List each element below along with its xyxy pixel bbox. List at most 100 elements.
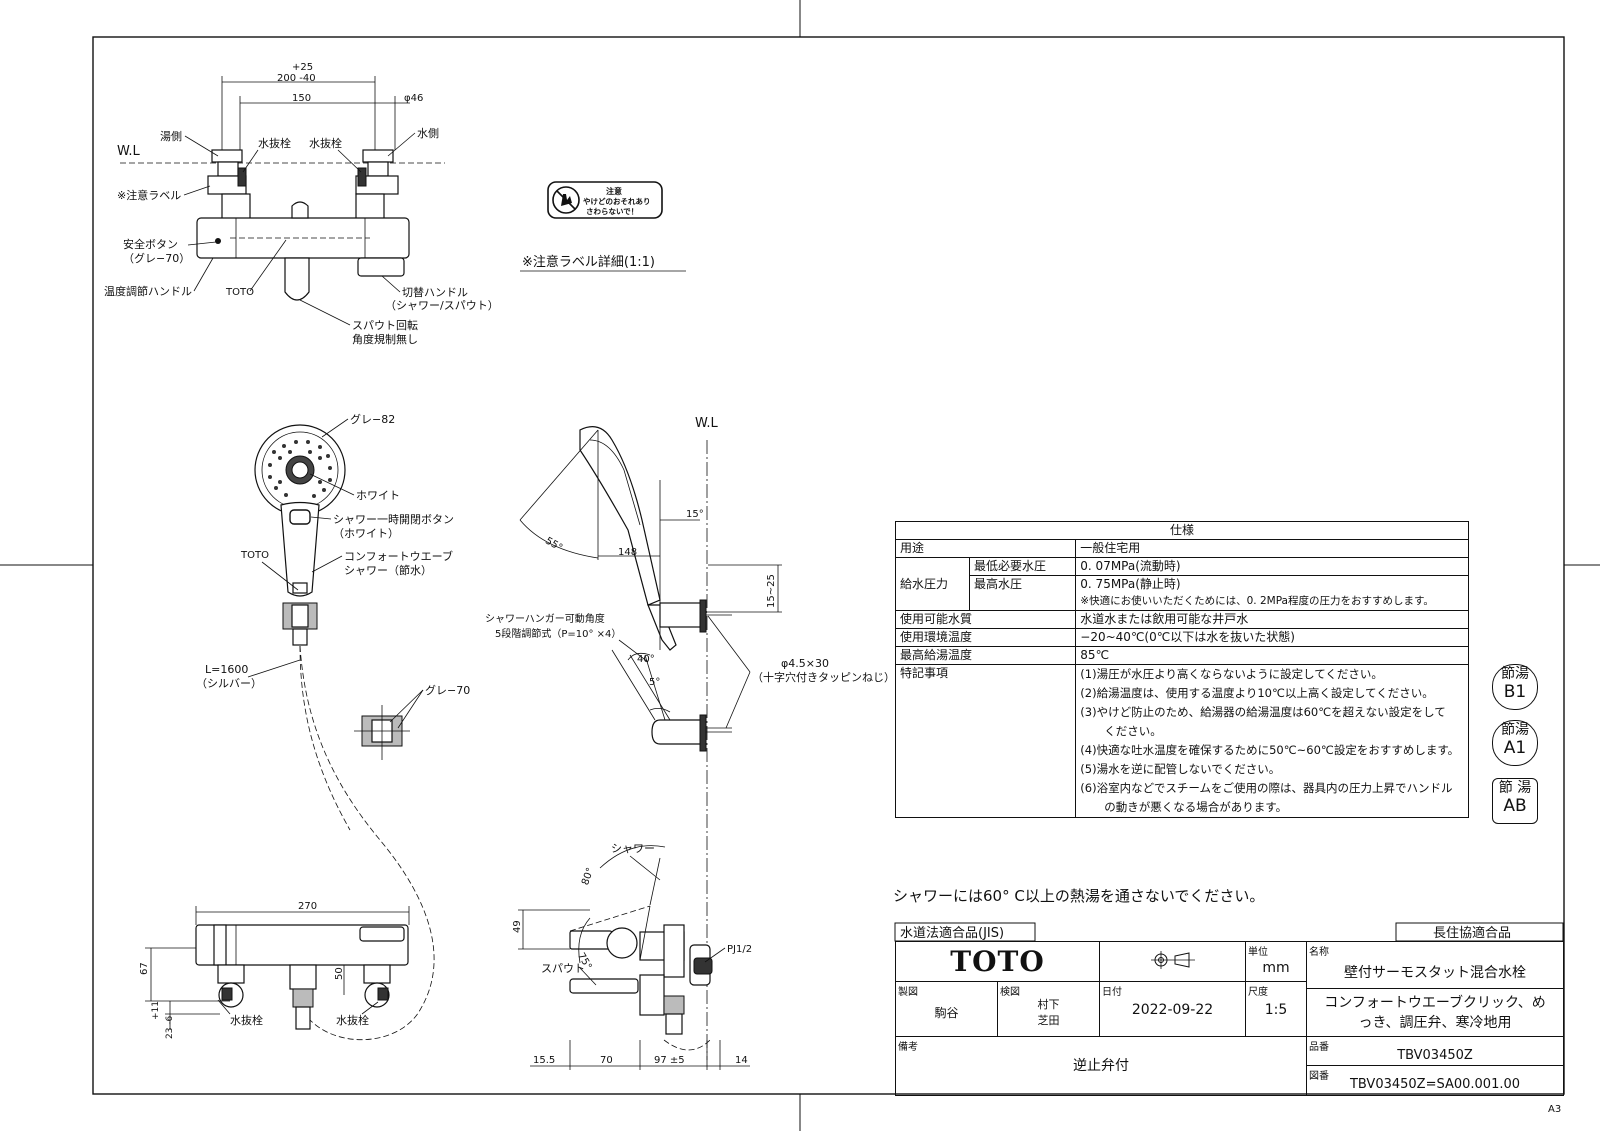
- stamp-ab: 節 湯 AB: [1492, 778, 1538, 824]
- label-temp-handle: 温度調節ハンドル: [104, 284, 192, 298]
- stamp-a1: 節湯 A1: [1492, 720, 1538, 766]
- caution-title: 注意: [606, 186, 622, 196]
- spec-note: (2)給湯温度は、使用する温度より10℃以上高く設定してください。: [1080, 686, 1434, 700]
- dim-11: +11: [151, 1001, 161, 1020]
- spec-r2-val2: 0. 75MPa(静止時): [1075, 575, 1469, 593]
- dim-phi46: φ46: [404, 93, 423, 104]
- label-hot: 湯側: [160, 130, 182, 143]
- scale-value: 1:5: [1264, 1002, 1288, 1018]
- spec-header: 仕様: [895, 521, 1469, 540]
- angle-80: 80°: [580, 866, 596, 886]
- jis-label: 水道法適合品(JIS): [900, 925, 1004, 941]
- dim-plus25: +25: [292, 62, 313, 73]
- check-value2: 芝田: [1037, 1014, 1060, 1027]
- spec-r2-sub2: 最高水圧: [968, 575, 1077, 611]
- label-button-sub: （ホワイト）: [333, 527, 399, 540]
- angle-15: 15°: [686, 509, 704, 520]
- choju-label: 長住協適合品: [1433, 925, 1511, 941]
- dim-50: 50: [334, 967, 345, 980]
- front-view: W.L +25 200 -40 150 φ46: [104, 62, 499, 346]
- name-line2: コンフォートウエーブクリック、め: [1324, 995, 1546, 1011]
- label-grey70: グレ−70: [425, 683, 470, 697]
- label-spout-b: スパウト: [541, 962, 585, 975]
- drawn-caption: 製図: [898, 987, 918, 998]
- label-caution: ※注意ラベル: [117, 188, 181, 202]
- sheet-size: A3: [1548, 1104, 1561, 1115]
- notice-text: シャワーには60° C以上の熱湯を通さないでください。: [893, 887, 1264, 905]
- caution-label: 注意 やけどのおそれあり さわらないで！ ※注意ラベル詳細(1:1): [520, 181, 686, 272]
- projection-symbol-icon: [1150, 951, 1195, 969]
- dim-150: 150: [292, 93, 311, 104]
- label-hose-sub: （シルバー）: [196, 677, 262, 690]
- stamp-ab-bottom: AB: [1503, 796, 1527, 816]
- dim-200: 200 -40: [277, 73, 316, 84]
- name-line3: っき、調圧弁、寒冷地用: [1358, 1015, 1512, 1031]
- label-button: シャワー一時開閉ボタン: [333, 513, 454, 526]
- angle-40: 40°: [637, 654, 655, 665]
- spec-note: ください。: [1104, 724, 1162, 738]
- dim-14: 14: [735, 1055, 748, 1066]
- wl2-label: W.L: [695, 416, 718, 431]
- spec-r1-key: 用途: [894, 539, 1077, 558]
- label-drain-b2: 水抜栓: [336, 1013, 369, 1027]
- spec-note: (3)やけど防止のため、給湯器の給湯温度は60℃を超えない設定をして: [1080, 705, 1446, 719]
- stamp-a1-bottom: A1: [1503, 738, 1527, 758]
- spec-r2-key: 給水圧力: [895, 557, 970, 611]
- date-value: 2022-09-22: [1131, 1002, 1214, 1018]
- drawing-frame: [92, 36, 1565, 1095]
- dim-23: 23 -6: [165, 1015, 175, 1039]
- label-shower: シャワー: [611, 842, 655, 855]
- dwg-value: TBV03450Z=SA00.001.00: [1349, 1077, 1521, 1092]
- name-caption: 名称: [1309, 947, 1329, 958]
- stamp-a1-top: 節湯: [1501, 722, 1529, 738]
- drawn-value: 駒谷: [934, 1006, 959, 1020]
- spec-r3-key: 使用可能水質: [894, 610, 1077, 629]
- caution-line1: やけどのおそれあり: [583, 196, 651, 206]
- hand-shower-side: W.L 15° 55° 148 15~25 シャワーハンガー: [485, 416, 895, 1060]
- dim-270: 270: [298, 901, 317, 912]
- dim-15-5: 15.5: [533, 1055, 555, 1066]
- caution-line2: さわらないで！: [586, 207, 638, 216]
- stamp-b1-top: 節湯: [1501, 666, 1529, 682]
- label-switch-sub: （シャワー/スパウト）: [385, 299, 499, 312]
- label-comfort-sub: シャワー（節水）: [344, 563, 432, 577]
- label-switch: 切替ハンドル: [402, 285, 468, 299]
- spec-r5-val: 85℃: [1075, 646, 1469, 665]
- check-value1: 村下: [1037, 998, 1060, 1011]
- dwg-caption: 図番: [1309, 1071, 1329, 1082]
- label-screw-sub: （十字穴付きタッピンねじ）: [752, 670, 895, 684]
- spec-note: (1)湯圧が水圧より高くならないように設定してください。: [1080, 667, 1383, 681]
- spec-r6-key: 特記事項: [894, 664, 1077, 818]
- label-hose: L=1600: [205, 663, 248, 676]
- spec-note: (6)浴室内などでスチームをご使用の際は、器具内の圧力上昇でハンドル: [1080, 781, 1453, 795]
- label-grey82: グレ−82: [350, 412, 395, 426]
- label-screw: φ4.5×30: [781, 657, 829, 670]
- hand-shower-front: グレ−82 ホワイト シャワー一時開閉ボタン （ホワイト） TOTO コンフォー…: [196, 412, 470, 1041]
- label-drain-right: 水抜栓: [309, 136, 342, 150]
- spec-r3-val: 水道水または飲用可能な井戸水: [1075, 610, 1469, 629]
- label-pj: PJ1/2: [727, 944, 752, 955]
- label-toto2: TOTO: [240, 550, 269, 561]
- angle-5: 5°: [649, 677, 660, 688]
- spec-r1-val: 一般住宅用: [1075, 539, 1469, 558]
- label-safety: 安全ボタン: [123, 237, 178, 251]
- label-cold: 水側: [417, 127, 439, 140]
- title-block: TOTO 単位 mm 名称 壁付サーモスタット混合水栓 コンフォートウエーブクリ…: [895, 941, 1564, 1096]
- label-white: ホワイト: [356, 489, 400, 502]
- unit-caption: 単位: [1248, 947, 1268, 958]
- dim-67: 67: [139, 962, 150, 975]
- part-value: TBV03450Z: [1397, 1048, 1473, 1063]
- bottom-side-view: 49 シャワー 80° 75° スパウト PJ1/2 15.5 70 97 ±5…: [512, 842, 752, 1070]
- label-spout: スパウト回転: [352, 319, 418, 332]
- label-comfort: コンフォートウエーブ: [344, 549, 453, 563]
- bottom-front-view: 270 67 +11 23 -6 50 水抜栓 水抜栓: [139, 901, 410, 1039]
- caution-detail: ※注意ラベル詳細(1:1): [522, 254, 655, 270]
- check-caption: 検図: [1000, 987, 1020, 998]
- label-hanger-sub: 5段階調節式（P=10° ×4）: [495, 627, 621, 640]
- wl-label: W.L: [117, 144, 140, 159]
- spec-r4-key: 使用環境温度: [894, 628, 1077, 647]
- stamp-ab-top: 節 湯: [1498, 780, 1532, 796]
- remark-value: 逆止弁付: [1073, 1058, 1129, 1074]
- dim-70: 70: [600, 1055, 613, 1066]
- label-drain-b1: 水抜栓: [230, 1013, 263, 1027]
